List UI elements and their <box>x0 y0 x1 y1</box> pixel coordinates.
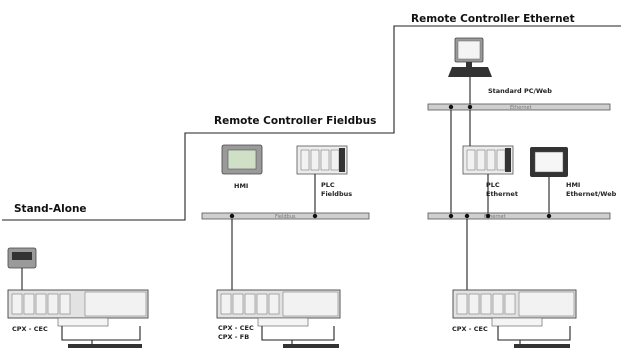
bus-node <box>485 213 491 219</box>
bus-node <box>467 104 473 110</box>
label-cpx-ethernet: CPX - CEC <box>452 325 488 333</box>
label-cpx-fieldbus-1: CPX - CEC <box>218 324 254 332</box>
bus-node <box>546 213 552 219</box>
bus-node <box>312 213 318 219</box>
hmi-ethernet-icon <box>530 147 568 177</box>
title-remote-controller-fieldbus: Remote Controller Fieldbus <box>214 115 376 127</box>
bus-node <box>229 213 235 219</box>
bus-label-ethernet-top: Ethernet <box>510 105 532 111</box>
bus-label-ethernet-bottom: Ethernet <box>484 214 506 220</box>
label-hmi-fieldbus: HMI <box>234 182 248 190</box>
bus-node <box>448 213 454 219</box>
plc-fieldbus-icon <box>296 145 348 175</box>
title-remote-controller-ethernet: Remote Controller Ethernet <box>411 13 575 25</box>
bus-node <box>448 104 454 110</box>
label-plc-ethernet-1: PLC <box>486 181 500 189</box>
cpx-ethernet-terminal-icon <box>452 289 577 348</box>
scenario-divider-line <box>2 25 621 221</box>
label-hmi-ethernet-1: HMI <box>566 181 580 189</box>
handheld-terminal-icon <box>7 247 37 290</box>
bus-node <box>464 213 470 219</box>
label-plc-ethernet-2: Ethernet <box>486 190 518 198</box>
label-plc-fieldbus-1: PLC <box>321 181 335 189</box>
label-hmi-ethernet-2: Ethernet/Web <box>566 190 617 198</box>
label-plc-fieldbus-2: Fieldbus <box>321 190 352 198</box>
fieldbus-bus <box>201 212 370 220</box>
cpx-fieldbus-terminal-icon <box>216 289 341 348</box>
bus-label-fieldbus: Fieldbus <box>275 214 296 220</box>
title-stand-alone: Stand-Alone <box>14 203 87 215</box>
hmi-fieldbus-icon <box>221 144 263 175</box>
ethernet-bus-top <box>427 103 611 111</box>
ethernet-bus-bottom <box>427 212 611 220</box>
label-cpx-fieldbus-2: CPX - FB <box>218 333 249 341</box>
label-standard-pc: Standard PC/Web <box>488 87 552 95</box>
label-cpx-standalone: CPX - CEC <box>12 325 48 333</box>
cpx-standalone-terminal-icon <box>7 289 149 348</box>
plc-ethernet-icon <box>462 145 514 175</box>
standard-pc-icon <box>448 37 492 77</box>
